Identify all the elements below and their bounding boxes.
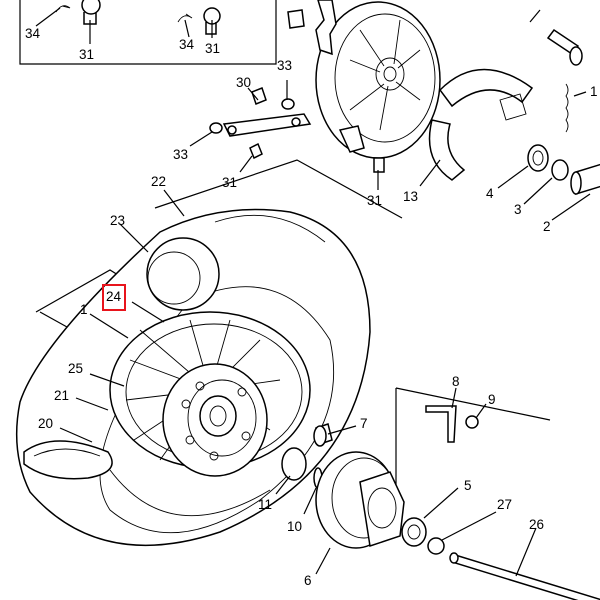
bearing-spacer-group — [527, 28, 600, 196]
callout-4: 4 — [486, 186, 494, 201]
callout-31: 31 — [367, 193, 382, 208]
callout-13: 13 — [403, 189, 418, 204]
wheel-hub — [162, 363, 268, 477]
callout-22: 22 — [151, 174, 166, 189]
axle-assembly — [401, 517, 600, 600]
callout-6: 6 — [304, 573, 312, 588]
callout-labels: 34 31 34 31 30 33 33 31 31 13 4 3 2 1 22… — [25, 26, 598, 588]
callout-31: 31 — [222, 175, 237, 190]
callout-1: 1 — [590, 84, 598, 99]
leader-lines — [35, 7, 591, 577]
driven-flange — [315, 451, 405, 549]
callout-33: 33 — [277, 58, 292, 73]
callout-33: 33 — [173, 147, 188, 162]
callout-21: 21 — [54, 388, 69, 403]
callout-34: 34 — [179, 37, 195, 52]
callout-11: 11 — [258, 497, 272, 512]
callout-31: 31 — [205, 41, 220, 56]
callout-2: 2 — [543, 219, 551, 234]
inner-tube — [146, 237, 220, 311]
callout-23: 23 — [110, 213, 125, 228]
callout-24: 24 — [106, 289, 122, 304]
torque-arm — [209, 9, 385, 173]
callout-8: 8 — [452, 374, 460, 389]
callout-31: 31 — [79, 47, 94, 62]
brake-shoe-plate — [315, 0, 441, 159]
callout-10: 10 — [287, 519, 302, 534]
callout-9: 9 — [488, 392, 496, 407]
callout-26: 26 — [529, 517, 544, 532]
callout-25: 25 — [68, 361, 83, 376]
callout-20: 20 — [38, 416, 53, 431]
highlight-box — [102, 284, 126, 311]
callout-5: 5 — [464, 478, 472, 493]
rim-band — [23, 440, 113, 480]
hub-bearing-and-collar — [281, 423, 333, 489]
callout-34: 34 — [25, 26, 41, 41]
brake-lever-link — [425, 405, 479, 443]
callout-1: 1 — [80, 302, 88, 317]
callout-30: 30 — [236, 75, 251, 90]
callout-7: 7 — [360, 416, 368, 431]
brake-shoes — [428, 68, 569, 181]
callout-3: 3 — [514, 202, 522, 217]
callout-27: 27 — [497, 497, 512, 512]
